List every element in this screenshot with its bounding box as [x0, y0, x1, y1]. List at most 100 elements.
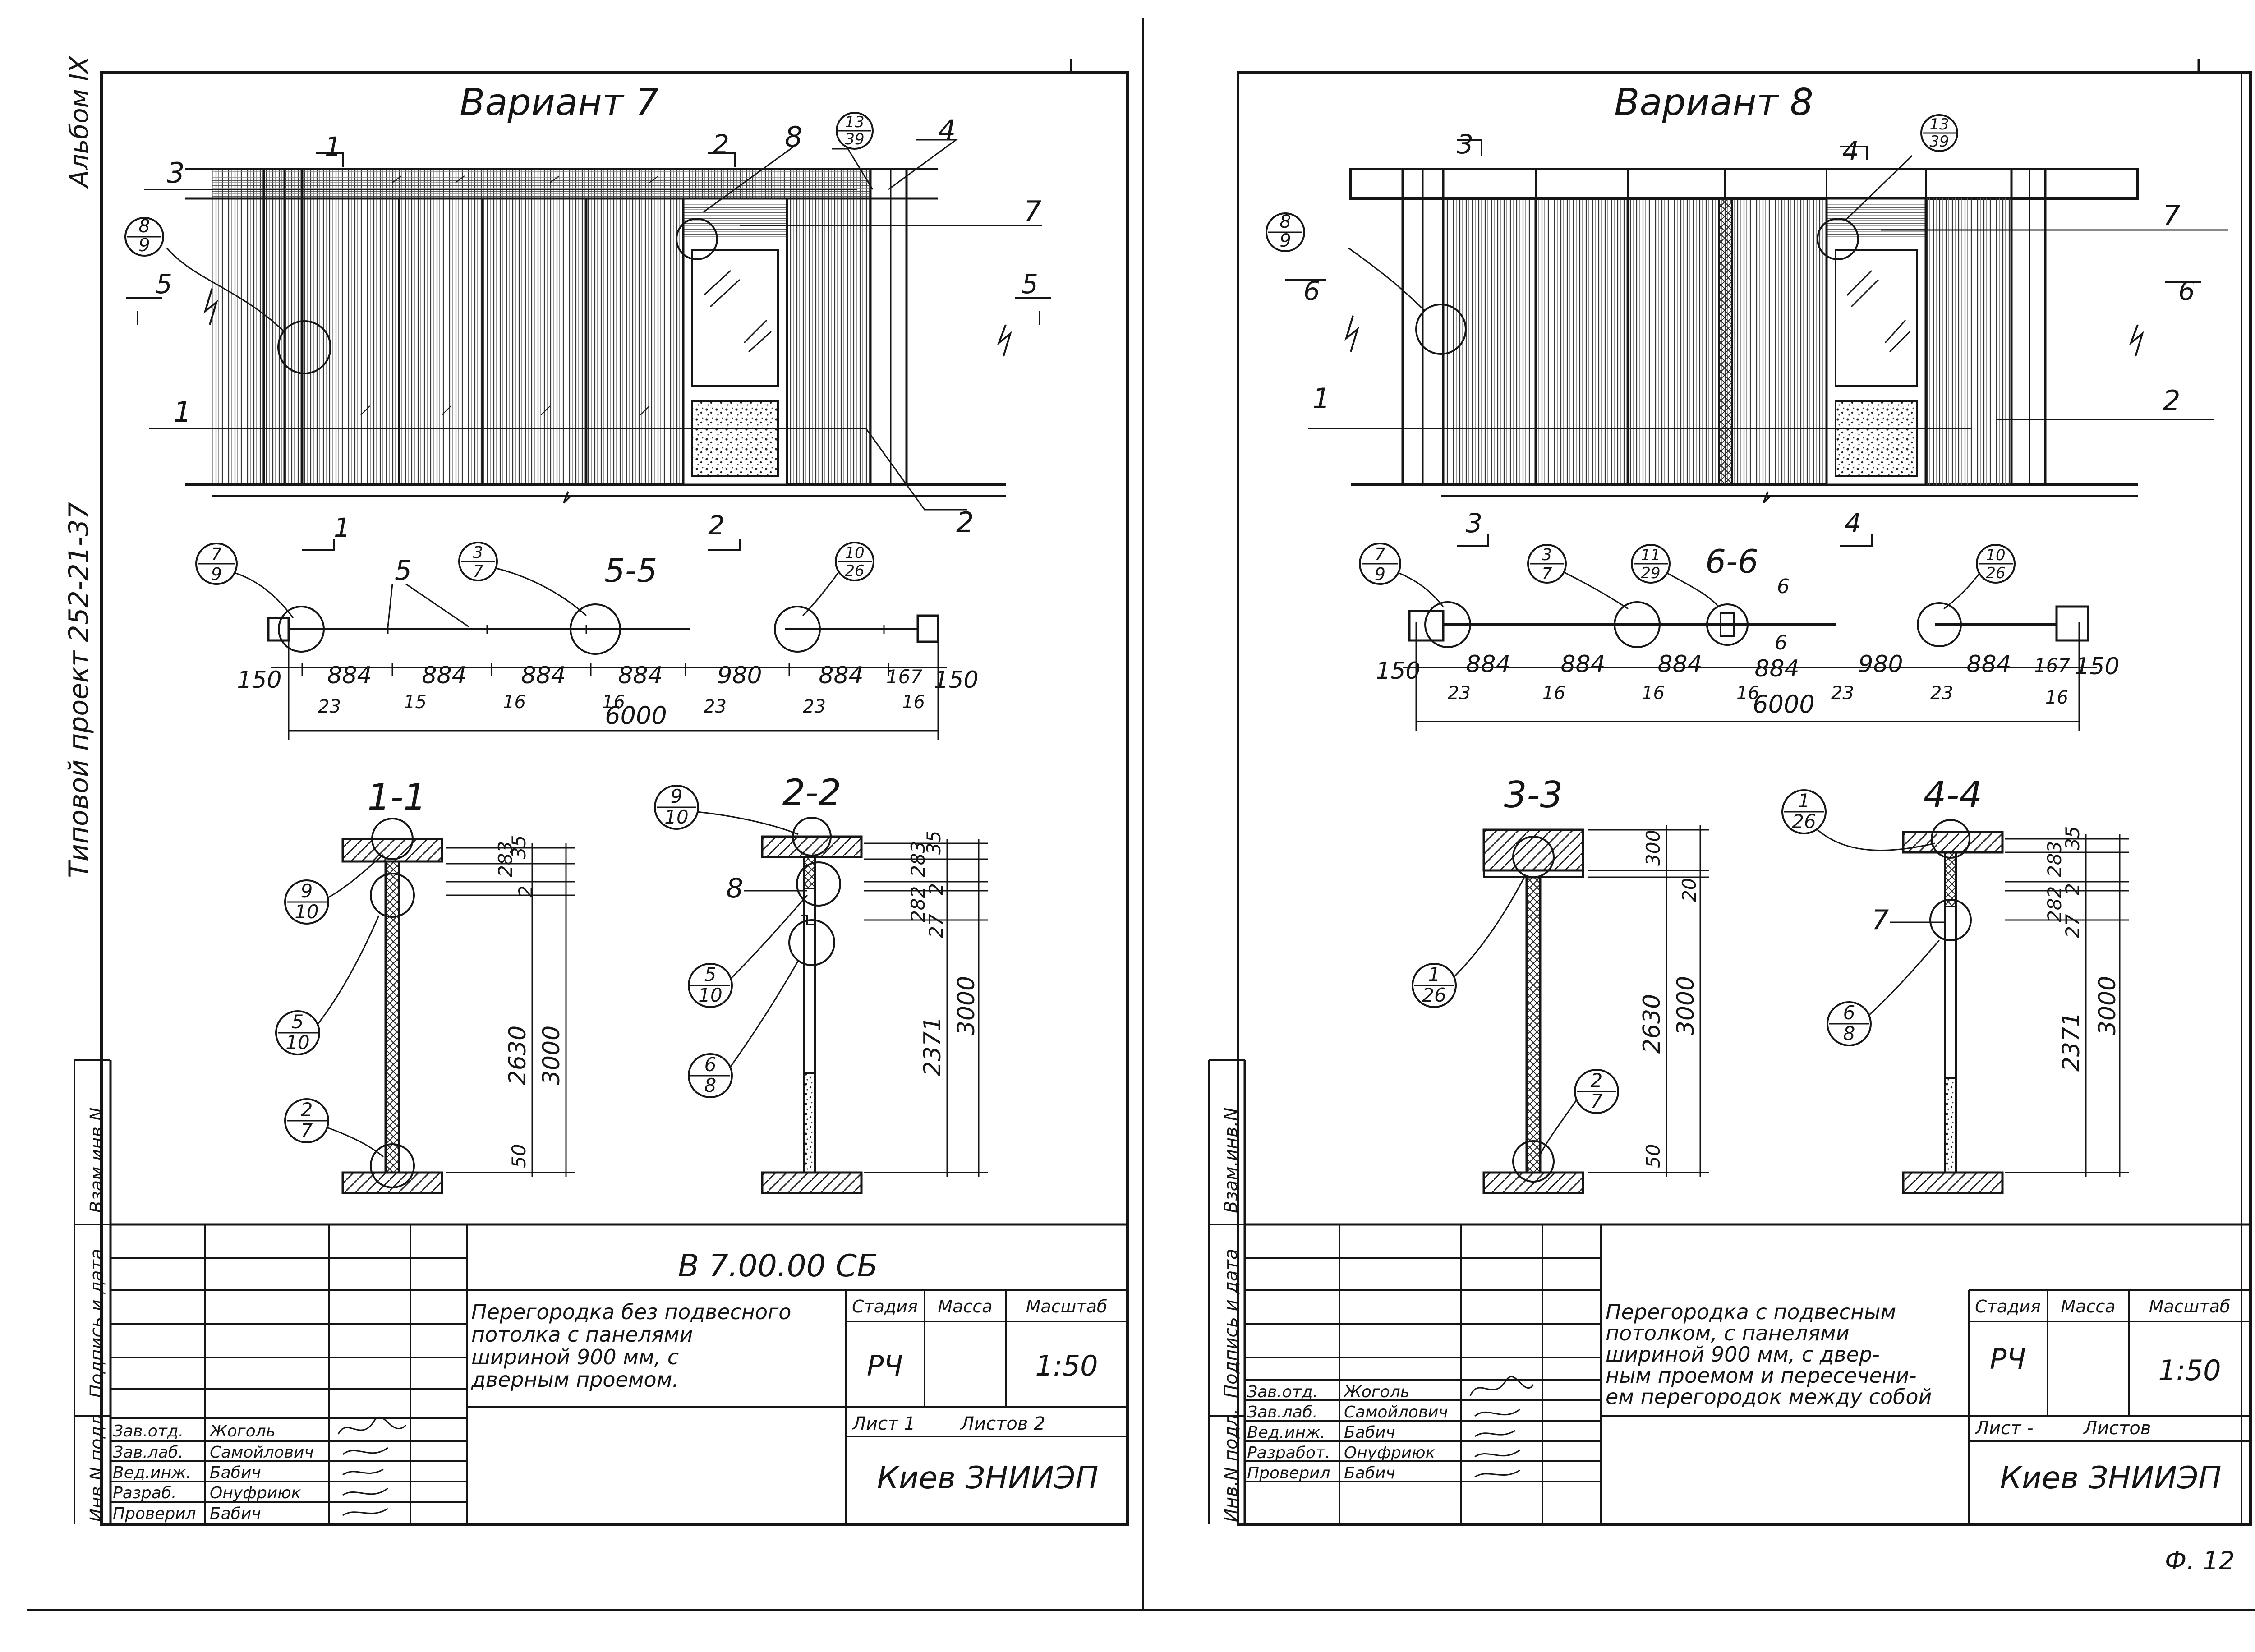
svg-text:Масштаб: Масштаб: [1026, 1297, 1108, 1316]
callout-3: 3: [167, 156, 184, 189]
plan-5-5-total: 6000: [605, 701, 667, 730]
svg-text:7: 7: [473, 562, 483, 581]
svg-text:35: 35: [2062, 826, 2084, 850]
svg-text:4: 4: [1845, 508, 1861, 538]
section-3-3: 3-3 300 20 2630 3000 50 126 27: [1412, 774, 1709, 1194]
svg-text:шириной 900 мм, с двер-: шириной 900 мм, с двер-: [1606, 1342, 1880, 1367]
svg-text:Листов: Листов: [2083, 1418, 2151, 1439]
svg-text:7: 7: [1872, 904, 1889, 936]
svg-text:Взам.инв.N: Взам.инв.N: [87, 1108, 107, 1213]
svg-text:26: 26: [1986, 564, 2005, 582]
ref-circle-8-9: 8 9: [124, 216, 164, 257]
svg-text:1: 1: [1312, 382, 1330, 415]
svg-text:Зав.отд.: Зав.отд.: [113, 1422, 184, 1440]
svg-text:Лист -: Лист -: [1974, 1418, 2034, 1439]
svg-text:Инв.N подл.: Инв.N подл.: [1221, 1408, 1242, 1522]
svg-text:884: 884: [618, 662, 663, 689]
svg-text:Разраб.: Разраб.: [113, 1484, 176, 1502]
svg-text:50: 50: [1642, 1144, 1664, 1168]
svg-text:дверным проемом.: дверным проемом.: [471, 1367, 679, 1392]
svg-text:Жоголь: Жоголь: [209, 1422, 276, 1440]
svg-text:27: 27: [925, 914, 947, 938]
svg-text:4: 4: [1842, 136, 1859, 166]
svg-text:Самойлович: Самойлович: [210, 1443, 314, 1462]
svg-text:Онуфриюк: Онуфриюк: [1344, 1444, 1436, 1462]
svg-text:23: 23: [704, 696, 727, 717]
svg-text:Стадия: Стадия: [1975, 1297, 2041, 1316]
svg-text:Масса: Масса: [938, 1297, 992, 1316]
svg-text:3: 3: [1466, 508, 1482, 538]
svg-text:1: 1: [334, 512, 350, 543]
svg-text:150: 150: [1376, 658, 1420, 685]
plan-5-5-title: 5-5: [604, 552, 658, 589]
svg-text:9: 9: [301, 880, 313, 902]
svg-text:6: 6: [2178, 276, 2195, 306]
svg-text:283: 283: [494, 841, 516, 877]
ref-circle-13-39: 13 39: [836, 112, 874, 150]
svg-text:Масштаб: Масштаб: [2149, 1297, 2231, 1316]
svg-text:13: 13: [1929, 115, 1949, 133]
svg-text:2: 2: [515, 885, 537, 897]
section-1-1: 1-1 35 283 2 2630 3000 50 910 510: [275, 776, 575, 1194]
svg-text:1-1: 1-1: [368, 776, 427, 818]
svg-text:2: 2: [925, 883, 947, 895]
svg-text:10: 10: [845, 544, 864, 562]
svg-text:884: 884: [1560, 651, 1605, 678]
svg-text:16: 16: [1642, 683, 1665, 704]
svg-text:2371: 2371: [2058, 1012, 2085, 1072]
svg-text:282: 282: [2043, 886, 2066, 922]
svg-text:Вед.инж.: Вед.инж.: [1247, 1423, 1325, 1442]
svg-text:Разработ.: Разработ.: [1247, 1444, 1330, 1462]
svg-text:5: 5: [292, 1011, 304, 1033]
svg-text:884: 884: [1657, 651, 1702, 678]
svg-text:23: 23: [318, 696, 341, 717]
svg-text:8: 8: [1279, 212, 1291, 232]
svg-text:7: 7: [211, 544, 222, 564]
svg-text:39: 39: [1929, 133, 1949, 151]
svg-text:4-4: 4-4: [1924, 774, 1983, 816]
svg-text:283: 283: [907, 841, 929, 877]
svg-text:23: 23: [1831, 683, 1854, 704]
svg-text:35: 35: [508, 835, 530, 859]
door-infill: [691, 400, 779, 477]
svg-text:6: 6: [1303, 276, 1320, 306]
svg-text:39: 39: [845, 130, 864, 148]
svg-text:167: 167: [886, 666, 922, 688]
svg-text:Вед.инж.: Вед.инж.: [113, 1463, 191, 1482]
svg-text:3: 3: [1542, 546, 1552, 564]
album-label: Альбом IX: [65, 55, 94, 189]
svg-text:6-6: 6-6: [1705, 543, 1758, 580]
svg-text:Зав.лаб.: Зав.лаб.: [1247, 1403, 1318, 1422]
svg-text:3000: 3000: [953, 976, 980, 1035]
svg-text:884: 884: [819, 662, 863, 689]
svg-text:5: 5: [395, 555, 412, 586]
svg-text:3: 3: [1457, 129, 1473, 160]
signatures: [337, 1417, 407, 1516]
svg-text:9: 9: [671, 785, 683, 807]
svg-text:Бабич: Бабич: [210, 1505, 261, 1523]
svg-text:6: 6: [1843, 1002, 1855, 1024]
svg-text:884: 884: [1966, 651, 2011, 678]
svg-text:26: 26: [845, 562, 864, 580]
svg-text:Листов 2: Листов 2: [960, 1413, 1045, 1434]
svg-text:Бабич: Бабич: [210, 1463, 261, 1482]
svg-text:Бабич: Бабич: [1344, 1423, 1395, 1442]
svg-text:2371: 2371: [919, 1017, 946, 1076]
svg-text:50: 50: [508, 1144, 530, 1168]
svg-text:2: 2: [1591, 1069, 1603, 1091]
right-sheet: Вариант 8: [1208, 59, 2252, 1526]
svg-text:Взам.инв.N: Взам.инв.N: [1221, 1108, 1242, 1213]
svg-text:16: 16: [1542, 683, 1565, 704]
svg-text:884: 884: [327, 662, 372, 689]
svg-text:10: 10: [285, 1031, 309, 1054]
svg-text:282: 282: [907, 886, 929, 922]
svg-text:16: 16: [902, 692, 925, 713]
svg-text:Проверил: Проверил: [113, 1505, 196, 1523]
svg-text:1:50: 1:50: [1035, 1349, 1098, 1382]
svg-text:Самойлович: Самойлович: [1344, 1403, 1448, 1422]
svg-text:35: 35: [923, 831, 945, 855]
elevation-8: [1308, 155, 2228, 504]
svg-text:884: 884: [1466, 651, 1510, 678]
